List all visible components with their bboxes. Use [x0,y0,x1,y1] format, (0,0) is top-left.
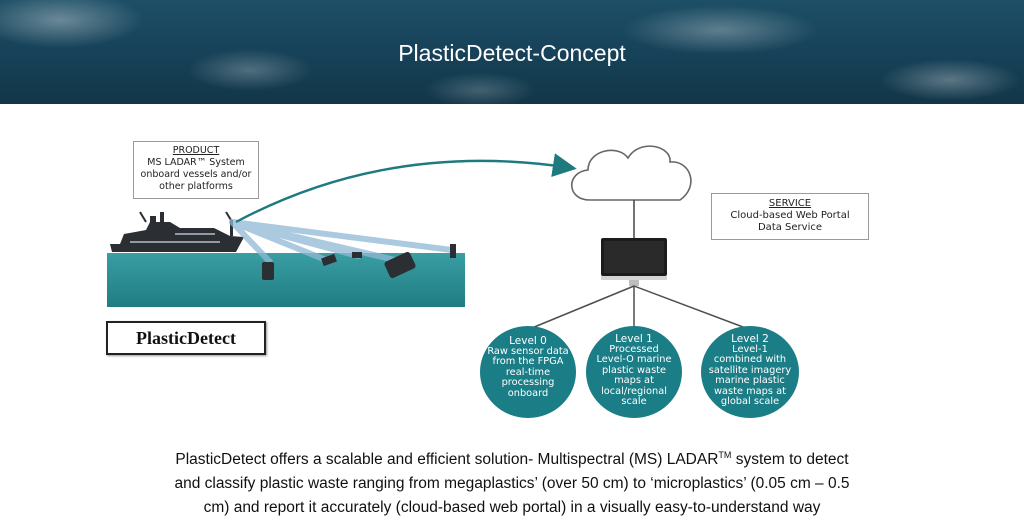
level-line: Level-1 [732,343,768,355]
page-title: PlasticDetect-Concept [398,40,626,66]
ship-windows [130,233,220,243]
ocean-banner [0,0,1024,104]
level-title: Level 0 [509,335,547,347]
caption-text: PlasticDetect offers a scalable and effi… [175,451,719,469]
product-line: MS LADAR™ System [147,157,245,168]
level-line: Processed [609,343,659,355]
service-box: SERVICE Cloud-based Web Portal Data Serv… [711,193,869,240]
cloud-icon [571,145,692,201]
level-line: onboard [507,387,549,399]
laser-beams [229,219,455,265]
level-1-circle: Level 1 Processed Level-O marine plastic… [586,326,682,418]
caption-line: cm) and report it accurately (cloud-base… [203,499,821,517]
level-0-circle: Level 0 Raw sensor data from the FPGA re… [480,326,576,418]
level-line: processing [501,377,555,388]
level-line: maps at [614,375,654,386]
level-line: plastic waste [601,364,667,376]
plastic-debris [262,244,456,280]
level-links [526,285,752,331]
service-heading: SERVICE [768,198,812,209]
level-title: Level 2 [731,333,769,345]
level-line: from the FPGA [492,356,564,367]
level-line: combined with [713,354,787,365]
product-line: onboard vessels and/or [140,169,252,180]
level-line: global scale [720,396,780,407]
level-line: Level-O marine [596,354,672,365]
data-link-arrow [235,153,577,224]
caption-text: system to detect [731,451,849,469]
level-line: Raw sensor data [487,345,569,357]
level-line: scale [621,396,647,407]
description-caption: PlasticDetect offers a scalable and effi… [40,443,984,520]
level-line: local/regional [601,385,667,397]
level-2-circle: Level 2 Level-1 combined with satellite … [701,326,799,418]
level-line: waste maps at [714,385,786,397]
level-line: real-time [505,366,551,378]
trademark-mark: TM [718,450,732,460]
plasticdetect-logo: PlasticDetect [106,321,266,355]
monitor-icon [601,238,667,286]
service-line: Data Service [757,222,822,233]
level-line: marine plastic [715,375,785,386]
ship-icon [110,211,244,252]
service-line: Cloud-based Web Portal [730,210,850,221]
caption-line: and classify plastic waste ranging from … [174,475,850,493]
level-line: satellite imagery [708,364,792,376]
product-line: other platforms [159,181,233,192]
caption-line: PlasticDetect offers a scalable and effi… [40,443,984,472]
product-heading: PRODUCT [172,145,220,156]
product-box: PRODUCT MS LADAR™ System onboard vessels… [133,141,259,199]
level-title: Level 1 [615,333,653,345]
